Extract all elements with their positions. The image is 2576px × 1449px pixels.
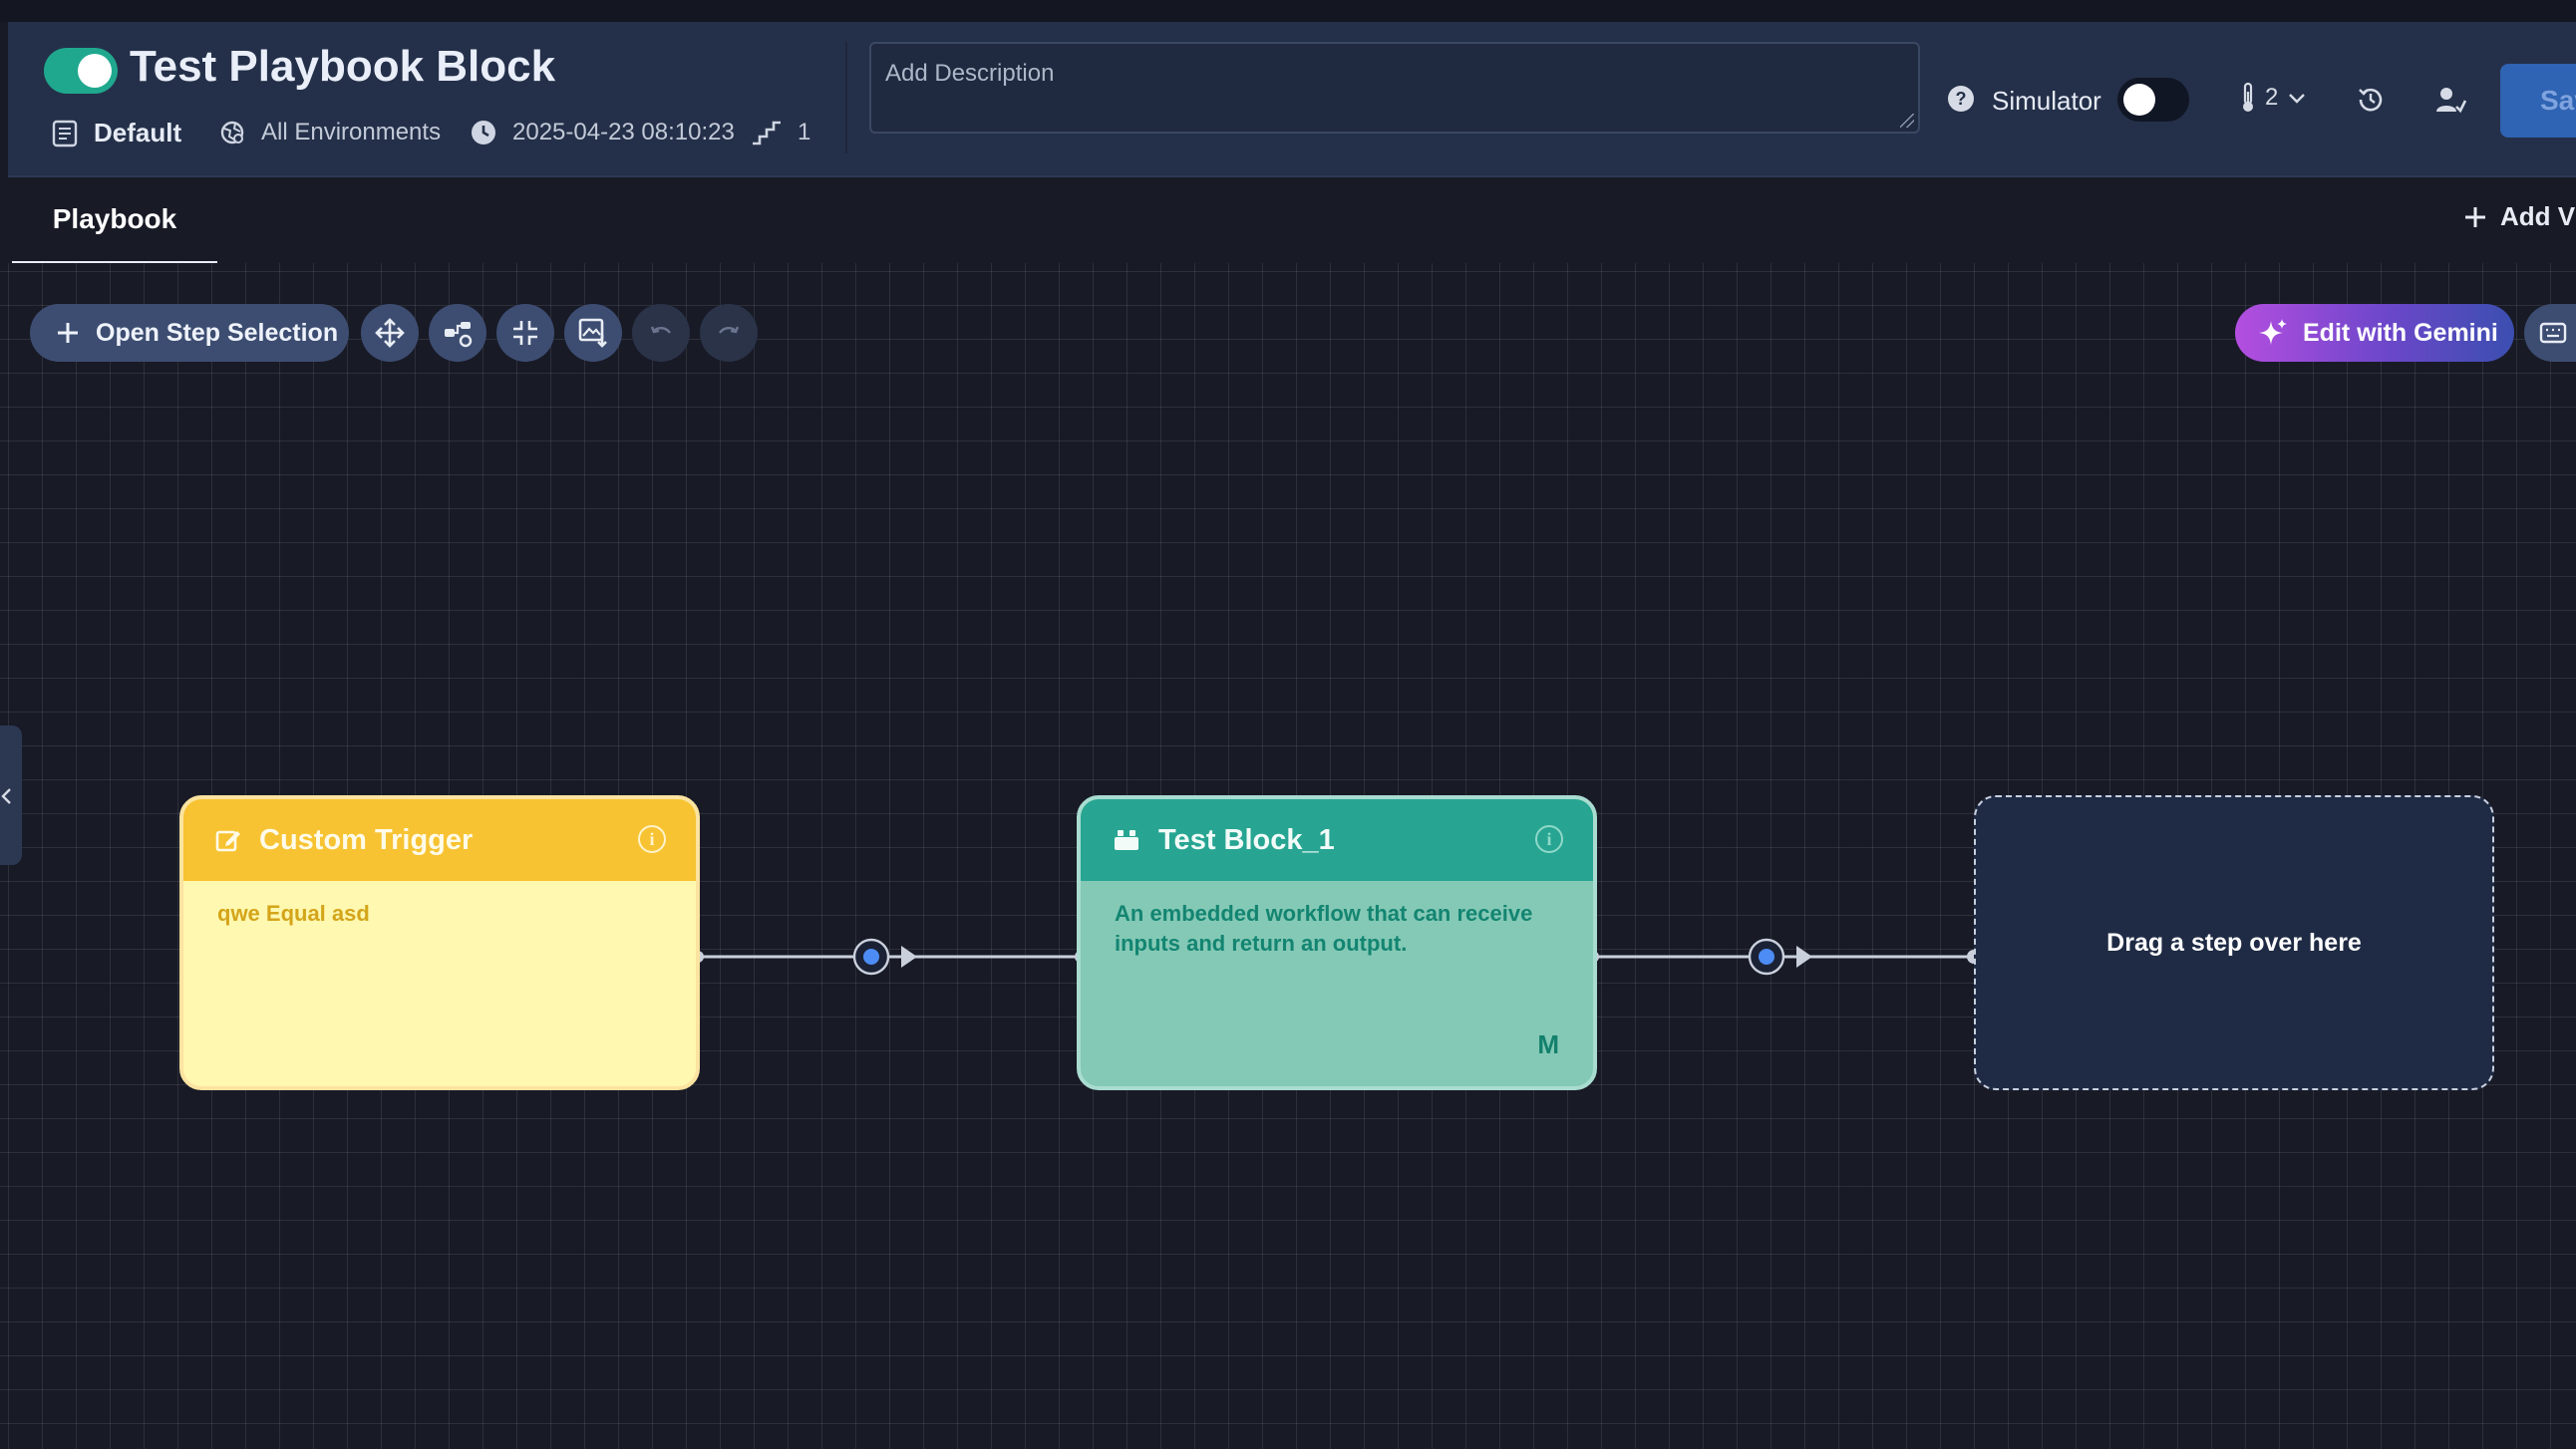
step-drop-zone[interactable]: Drag a step over here [1974, 795, 2494, 1090]
custom-trigger-title: Custom Trigger [259, 823, 474, 856]
block-badge: M [1537, 1029, 1559, 1059]
open-step-selection-button[interactable]: Open Step Selection [30, 304, 349, 362]
history-icon[interactable] [2351, 80, 2391, 120]
fit-view-button[interactable] [496, 304, 554, 362]
branch-icon [445, 322, 473, 348]
simulator-toggle[interactable] [2117, 78, 2189, 122]
keyboard-icon [2539, 322, 2567, 344]
step-count-value: 1 [798, 119, 811, 145]
step-count: 1 [750, 118, 810, 147]
user-settings-icon[interactable] [2430, 80, 2470, 120]
tab-playbook[interactable]: Playbook [12, 177, 217, 264]
info-icon[interactable]: i [638, 825, 666, 853]
drop-zone-label: Drag a step over here [2106, 928, 2362, 957]
resize-grip-icon[interactable] [1900, 114, 1914, 128]
last-modified: 2025-04-23 08:10:23 [469, 118, 735, 147]
clock-icon [472, 121, 495, 145]
playbook-icon [52, 120, 78, 146]
edit-icon [215, 830, 240, 852]
custom-trigger-condition: qwe Equal asd [217, 901, 370, 926]
thermometer-icon [2243, 82, 2253, 112]
auto-layout-button[interactable] [429, 304, 486, 362]
redo-icon [719, 326, 740, 334]
custom-trigger-header: Custom Trigger i [183, 799, 696, 881]
undo-icon [650, 326, 671, 334]
add-view-label: Add Vi [2500, 201, 2576, 231]
block-icon [1115, 830, 1138, 850]
chevron-down-icon [2289, 94, 2306, 104]
header-divider [845, 42, 847, 153]
move-icon [375, 318, 405, 348]
plus-icon [58, 323, 78, 343]
open-step-selection-label: Open Step Selection [96, 318, 339, 347]
test-block-node[interactable]: Test Block_1 i An embedded workflow that… [1077, 795, 1597, 1090]
save-button[interactable]: Sav [2500, 64, 2576, 138]
export-image-button[interactable] [564, 304, 622, 362]
environment-icon [220, 121, 244, 145]
simulator-label: Simulator [1992, 86, 2101, 116]
plus-icon [2465, 206, 2485, 227]
priority-value: 2 [2265, 84, 2279, 111]
add-view-button[interactable]: Add Vi [2462, 201, 2576, 232]
collapse-icon [513, 321, 537, 345]
help-icon[interactable]: ? [1948, 86, 1974, 112]
playbook-enabled-toggle[interactable] [44, 48, 118, 94]
page-title: Test Playbook Block [130, 42, 556, 91]
move-button[interactable] [361, 304, 419, 362]
priority-select[interactable]: 2 [2239, 82, 2308, 114]
test-block-title: Test Block_1 [1158, 823, 1335, 856]
test-block-header: Test Block_1 i [1081, 799, 1593, 881]
timestamp: 2025-04-23 08:10:23 [512, 119, 735, 145]
undo-button[interactable] [632, 304, 690, 362]
image-export-icon [578, 318, 607, 348]
sparkle-icon [2259, 319, 2287, 345]
environment[interactable]: All Environments [217, 118, 441, 147]
edit-with-gemini-button[interactable]: Edit with Gemini [2235, 304, 2514, 362]
category[interactable]: Default [50, 118, 181, 148]
redo-button[interactable] [700, 304, 758, 362]
description-field[interactable]: Add Description [869, 42, 1920, 134]
playbook-header: Test Playbook Block Default All Environm… [8, 22, 2576, 177]
side-panel-handle[interactable] [0, 725, 22, 865]
info-icon[interactable]: i [1535, 825, 1563, 853]
description-placeholder: Add Description [885, 60, 1055, 87]
toggle-knob [2123, 84, 2155, 116]
custom-trigger-node[interactable]: Custom Trigger i qwe Equal asd [179, 795, 700, 1090]
view-tabs: Playbook Add Vi [0, 177, 2576, 264]
environment-label: All Environments [261, 119, 442, 145]
category-label: Default [94, 118, 182, 147]
steps-icon [753, 121, 781, 145]
chevron-left-icon [1, 788, 11, 804]
edit-with-gemini-label: Edit with Gemini [2303, 318, 2498, 347]
keyboard-shortcuts-button[interactable] [2524, 304, 2576, 362]
test-block-description: An embedded workflow that can receive in… [1115, 901, 1533, 956]
toggle-knob [78, 54, 112, 88]
top-strip [0, 0, 2576, 22]
